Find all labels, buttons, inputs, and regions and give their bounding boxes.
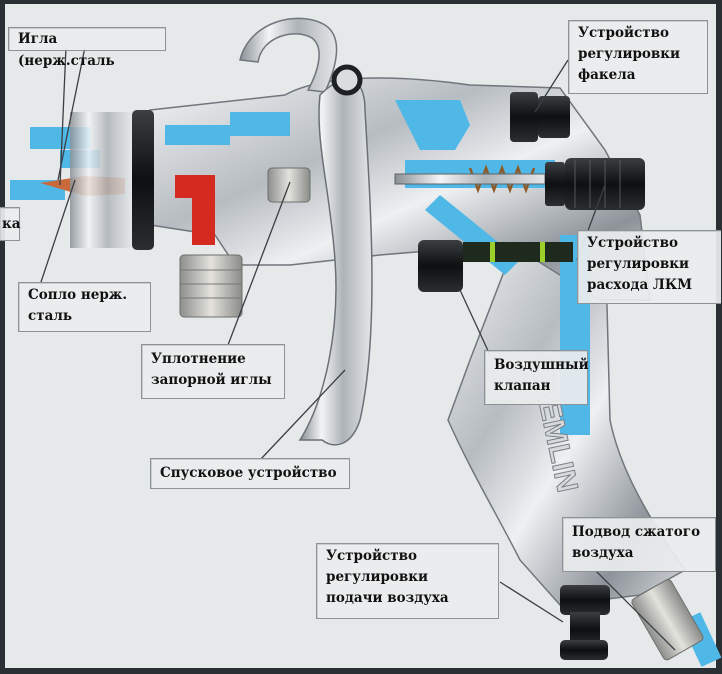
leader-lines bbox=[39, 46, 676, 651]
frame-right-edge bbox=[716, 0, 722, 674]
air-valve-knob bbox=[418, 240, 573, 292]
air-cap-ring bbox=[132, 110, 154, 250]
fluid-channel bbox=[175, 175, 215, 245]
air-cap-body bbox=[70, 112, 132, 248]
air-regulator-knob bbox=[560, 585, 610, 660]
label-fluid-control: Устройство регулировки расхода ЛКМ bbox=[577, 230, 721, 304]
frame-left-edge bbox=[0, 0, 5, 674]
label-air-control: Устройство регулировки подачи воздуха bbox=[316, 543, 499, 619]
label-needle-seal: Уплотнение запорной иглы bbox=[141, 344, 285, 399]
air-inlet-thread bbox=[631, 579, 704, 661]
fluid-control-knob bbox=[545, 158, 645, 210]
frame-top-edge bbox=[0, 0, 722, 4]
needle-rod bbox=[394, 173, 546, 185]
trigger-pivot bbox=[331, 64, 363, 96]
trigger bbox=[298, 78, 373, 446]
fluid-inlet-fitting bbox=[179, 254, 243, 318]
frame-bottom-edge bbox=[0, 668, 722, 674]
label-fragment: ка bbox=[0, 207, 21, 241]
label-air-inlet: Подвод сжатого воздуха bbox=[562, 517, 716, 572]
label-nozzle: Сопло нерж. сталь bbox=[18, 282, 151, 332]
label-needle: Игла (нерж.сталь bbox=[8, 27, 166, 69]
gun-hook bbox=[239, 17, 338, 93]
label-trigger: Спусковое устройство bbox=[150, 458, 350, 489]
label-air-valve: Воздушный клапан bbox=[484, 350, 589, 405]
fan-control-knob bbox=[510, 92, 570, 142]
label-fan-control: Устройство регулировки факела bbox=[568, 20, 708, 94]
